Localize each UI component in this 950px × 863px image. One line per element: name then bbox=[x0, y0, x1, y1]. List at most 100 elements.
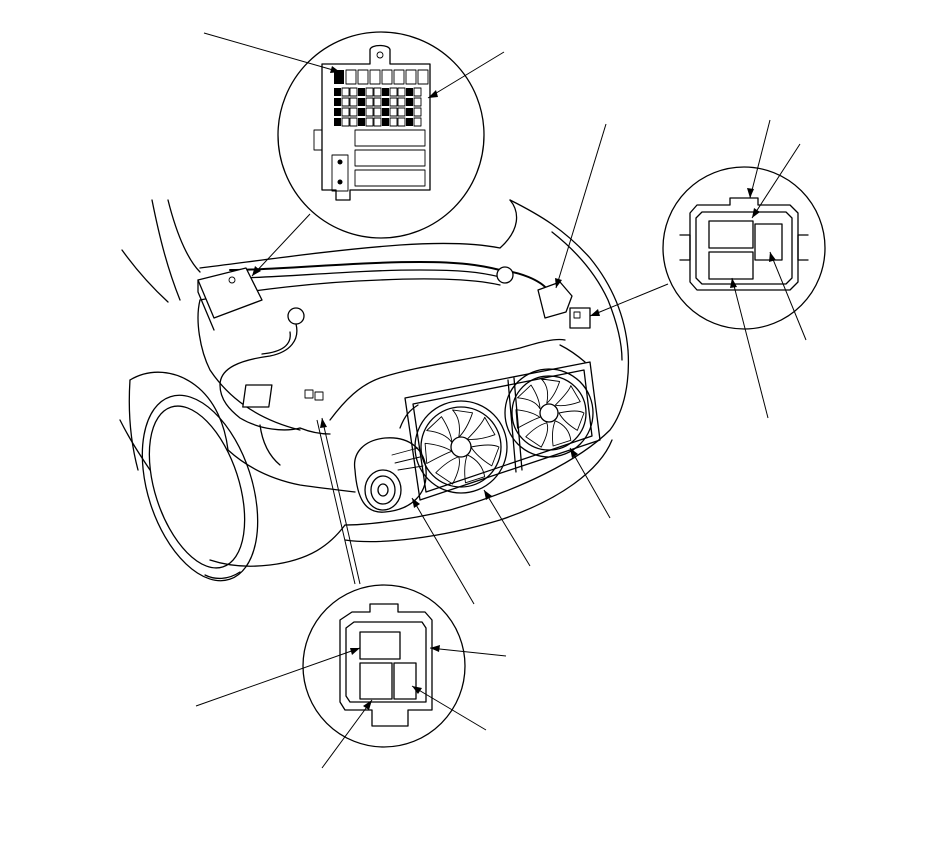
connector-right-callout bbox=[589, 119, 826, 419]
leader-bracket bbox=[555, 123, 607, 289]
fuse-cell bbox=[349, 87, 358, 97]
leader-right-3 bbox=[769, 251, 807, 341]
harness-mid bbox=[329, 338, 566, 421]
fuse-cell bbox=[389, 107, 398, 117]
left-fan-hub bbox=[450, 436, 472, 458]
leader-bracket-arrow bbox=[555, 278, 562, 288]
leader-right-2-arrow bbox=[752, 208, 760, 218]
leader-bottom-2-arrow bbox=[430, 645, 440, 652]
fuse-cell bbox=[397, 97, 406, 107]
tire-inner bbox=[148, 405, 246, 569]
fuse-cell bbox=[358, 108, 365, 116]
fan-blade bbox=[435, 456, 460, 485]
bumper-upper-edge bbox=[344, 349, 630, 526]
right-fender-inner bbox=[551, 231, 623, 361]
fuse-cell bbox=[417, 69, 429, 85]
fan-blade bbox=[464, 454, 486, 484]
fan-blade bbox=[525, 422, 549, 448]
fuse-cell bbox=[389, 117, 398, 127]
right-fan-ring bbox=[511, 375, 587, 451]
left-fan-ring bbox=[420, 406, 502, 488]
leader-fuse-right-arrow bbox=[428, 90, 438, 98]
fuse-cell bbox=[334, 98, 341, 106]
fuse-grid bbox=[334, 69, 429, 127]
harness-upper bbox=[229, 261, 501, 271]
fuse-cell bbox=[406, 108, 413, 116]
fan-blade bbox=[466, 416, 496, 440]
fuse-cell bbox=[413, 117, 422, 127]
fuse-box-screw-2 bbox=[337, 179, 343, 185]
firewall-fuse-box bbox=[197, 267, 263, 331]
connector-location-pin-a bbox=[304, 389, 314, 399]
leader-right-4-arrow bbox=[730, 278, 737, 288]
fuse-cell bbox=[349, 107, 358, 117]
fuse-box-side-block bbox=[331, 154, 349, 192]
leader-bottom-to-car bbox=[321, 417, 361, 585]
fuse-cell bbox=[397, 87, 406, 97]
fuse-cell bbox=[358, 98, 365, 106]
leader-right-fan-arrow bbox=[570, 448, 578, 458]
fuse-cell bbox=[369, 69, 381, 85]
vehicle-body bbox=[119, 199, 630, 582]
compressor-pulley-inner bbox=[370, 475, 396, 505]
leader-fuse-to-car-arrow bbox=[252, 266, 261, 276]
wheel-arch-top bbox=[129, 371, 229, 451]
fuse-cell bbox=[365, 117, 374, 127]
compressor-pulley bbox=[364, 469, 402, 511]
fuse-cell bbox=[373, 87, 382, 97]
wire-harness bbox=[219, 261, 566, 435]
fuse-cell bbox=[334, 70, 344, 84]
tire-outer bbox=[141, 394, 259, 582]
tire-bottom-line bbox=[204, 571, 241, 580]
left-cooling-fan bbox=[414, 400, 508, 494]
compressor-housing bbox=[353, 437, 427, 513]
fan-blade bbox=[515, 409, 541, 429]
component-leaders bbox=[411, 123, 611, 605]
fuse-cell bbox=[393, 69, 405, 85]
fuse-cell bbox=[341, 87, 350, 97]
fuse-cell bbox=[382, 88, 389, 96]
fuse-cell bbox=[382, 108, 389, 116]
fuse-cell bbox=[365, 107, 374, 117]
leader-left-fan bbox=[483, 489, 531, 567]
fender-front-edge bbox=[128, 379, 139, 471]
three-pin-connector-icon bbox=[689, 197, 799, 291]
leader-fuse-left bbox=[203, 32, 341, 73]
bottom-connector-pin-1 bbox=[359, 631, 401, 660]
right-fan-shroud bbox=[504, 368, 594, 458]
fuse-cell bbox=[365, 97, 374, 107]
right-connector-pin-2 bbox=[754, 223, 783, 261]
fan-blade bbox=[470, 444, 500, 467]
fuse-cell bbox=[405, 69, 417, 85]
three-pin-connector-icon bbox=[339, 603, 433, 727]
bumper-corner bbox=[209, 524, 346, 567]
leader-left-fan-arrow bbox=[484, 490, 492, 500]
inner-fender-line bbox=[259, 424, 281, 466]
fuse-cell bbox=[334, 88, 341, 96]
fuse-cell bbox=[345, 69, 357, 85]
fuse-cell bbox=[389, 87, 398, 97]
connector-right-location bbox=[537, 281, 591, 329]
fuse-box-mount-hole bbox=[376, 51, 384, 59]
a-pillar-line bbox=[151, 199, 181, 301]
right-connector-pin-3 bbox=[708, 251, 754, 280]
grommet-left bbox=[287, 307, 305, 325]
leader-bottom-to-car-2 bbox=[316, 419, 356, 585]
leader-right-1-arrow bbox=[747, 188, 754, 198]
right-connector-inner-wall bbox=[695, 211, 793, 285]
connector-left-location bbox=[242, 384, 324, 408]
right-bracket bbox=[537, 281, 573, 319]
right-connector-pin-1 bbox=[708, 220, 754, 249]
harness-left-branch bbox=[261, 331, 291, 355]
right-connector-latch-left bbox=[679, 234, 691, 261]
fuse-cell bbox=[381, 69, 393, 85]
fuse-cell bbox=[349, 97, 358, 107]
radiator-top-hose bbox=[559, 344, 586, 363]
fuse-cell bbox=[334, 108, 341, 116]
lower-body-line bbox=[227, 449, 356, 493]
right-cooling-fan bbox=[504, 368, 594, 458]
fan-blade bbox=[424, 442, 453, 464]
harness-upper-2 bbox=[231, 269, 501, 279]
ac-compressor bbox=[353, 404, 427, 513]
right-fan-blades bbox=[515, 378, 585, 448]
